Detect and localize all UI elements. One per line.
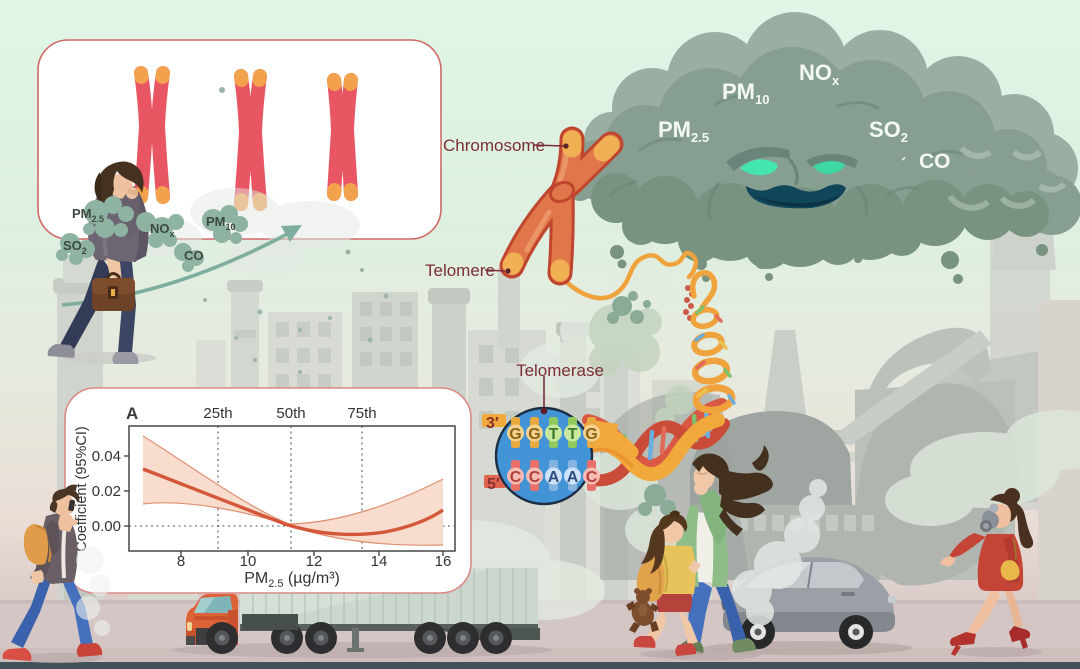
svg-text:3′: 3′ <box>486 415 499 432</box>
svg-text:A: A <box>126 404 138 423</box>
svg-text:Chromosome: Chromosome <box>443 136 545 155</box>
svg-text:Telomere: Telomere <box>425 261 495 280</box>
svg-text:CO: CO <box>919 150 951 173</box>
svg-text:0.04: 0.04 <box>92 448 121 465</box>
svg-text:12: 12 <box>306 553 323 570</box>
svg-text:0.02: 0.02 <box>92 483 121 500</box>
svg-text:0.00: 0.00 <box>92 518 121 535</box>
svg-text:C: C <box>510 469 522 486</box>
svg-text:14: 14 <box>371 553 388 570</box>
svg-text:75th: 75th <box>347 405 376 422</box>
svg-text:16: 16 <box>435 553 452 570</box>
svg-text:Telomerase: Telomerase <box>516 361 604 380</box>
svg-text:8: 8 <box>177 553 185 570</box>
svg-text:G: G <box>585 426 597 443</box>
svg-text:25th: 25th <box>203 405 232 422</box>
svg-text:SO2: SO2 <box>63 238 87 256</box>
svg-text:10: 10 <box>240 553 257 570</box>
svg-text:T: T <box>549 426 559 443</box>
svg-text:PM2.5 (µg/m³): PM2.5 (µg/m³) <box>244 570 340 590</box>
svg-text:C: C <box>586 469 598 486</box>
svg-text:T: T <box>568 426 578 443</box>
svg-text:5′: 5′ <box>487 476 500 493</box>
svg-text:C: C <box>529 469 541 486</box>
svg-text:Coefficient (95%CI): Coefficient (95%CI) <box>74 426 90 551</box>
svg-text:G: G <box>528 426 540 443</box>
svg-text:A: A <box>567 469 579 486</box>
svg-text:G: G <box>509 426 521 443</box>
svg-text:CO: CO <box>184 248 204 263</box>
svg-text:A: A <box>548 469 560 486</box>
svg-text:50th: 50th <box>276 405 305 422</box>
svg-text:NOx: NOx <box>150 221 175 239</box>
